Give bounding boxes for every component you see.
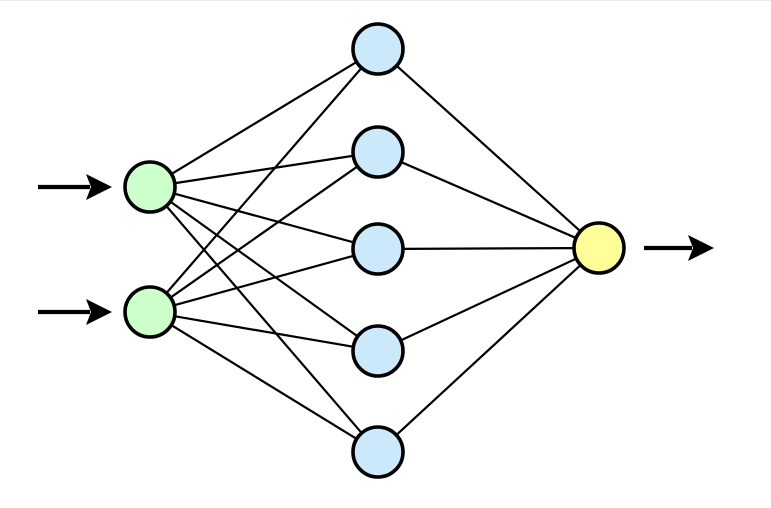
edge-group bbox=[164, 60, 583, 441]
io-arrow-group bbox=[38, 174, 714, 325]
edge-hidden-5-to-output-1 bbox=[394, 263, 583, 437]
node-hidden-1[interactable] bbox=[351, 22, 405, 76]
edge-input-2-to-hidden-4 bbox=[172, 314, 356, 349]
edge-hidden-4-to-output-1 bbox=[398, 257, 579, 342]
node-hidden-2[interactable] bbox=[351, 125, 405, 179]
node-hidden-5[interactable] bbox=[351, 425, 405, 479]
edge-input-1-to-hidden-3 bbox=[172, 192, 356, 244]
node-hidden-3[interactable] bbox=[351, 222, 405, 276]
output-arrow-head bbox=[688, 235, 714, 261]
node-group bbox=[123, 22, 626, 479]
edge-hidden-1-to-output-1 bbox=[394, 63, 583, 234]
node-output-1[interactable] bbox=[572, 221, 626, 275]
edge-input-2-to-hidden-1 bbox=[164, 66, 364, 295]
edge-input-1-to-hidden-4 bbox=[168, 199, 360, 339]
edge-input-1-to-hidden-5 bbox=[164, 204, 364, 435]
input-arrow-bottom-head bbox=[86, 299, 112, 325]
input-arrow-top-head bbox=[86, 174, 112, 200]
edge-hidden-3-to-output-1 bbox=[400, 247, 577, 250]
node-input-2[interactable] bbox=[123, 285, 177, 339]
node-input-1[interactable] bbox=[123, 160, 177, 214]
edge-input-1-to-hidden-1 bbox=[169, 60, 359, 176]
node-hidden-4[interactable] bbox=[351, 324, 405, 378]
edge-input-2-to-hidden-3 bbox=[172, 254, 356, 307]
edge-input-1-to-hidden-2 bbox=[172, 154, 356, 185]
top-hairline-divider bbox=[0, 0, 771, 1]
edge-hidden-2-to-output-1 bbox=[398, 160, 579, 240]
edge-input-2-to-hidden-2 bbox=[168, 164, 360, 300]
edge-input-2-to-hidden-5 bbox=[169, 323, 359, 441]
